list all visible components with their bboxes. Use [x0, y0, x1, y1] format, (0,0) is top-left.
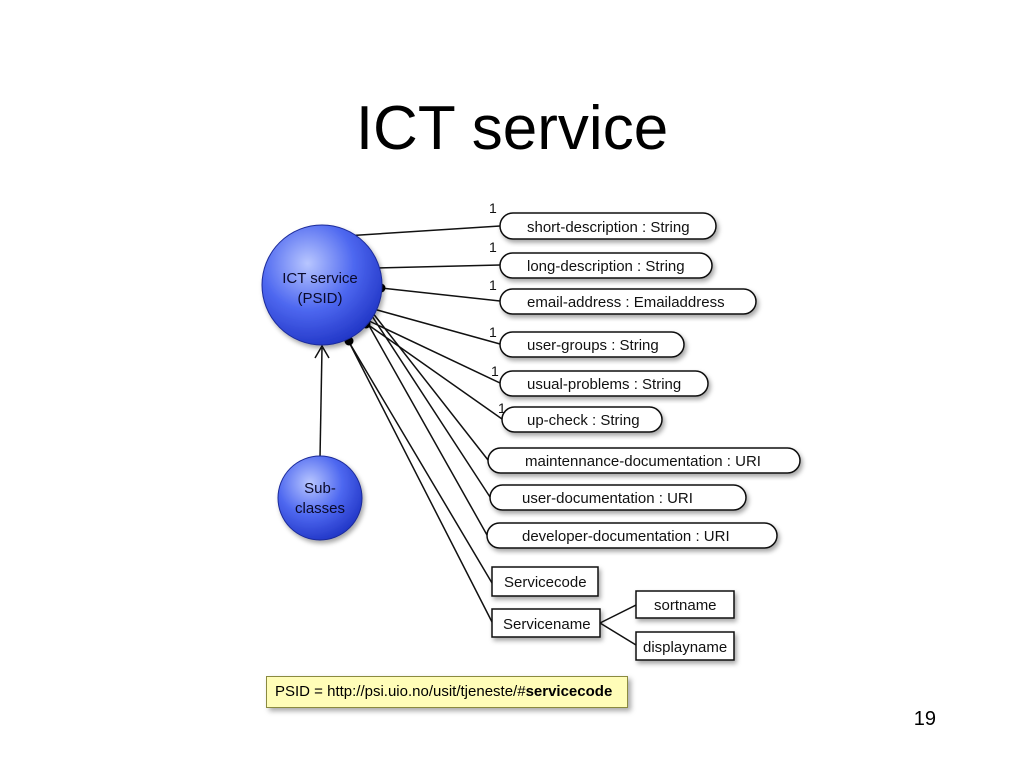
attribute-long-description: long-description : String [499, 252, 713, 279]
attribute-label: usual-problems : String [527, 376, 681, 393]
attribute-maintennance-documentation: maintennance-documentation : URI [487, 447, 801, 474]
connector-usual-problems [366, 319, 501, 384]
multiplicity-usual-problems: 1 [491, 363, 499, 379]
psid-footnote-prefix: PSID = http://psi.uio.no/usit/tjeneste/# [275, 683, 526, 700]
servicecode-box: Servicecode [491, 566, 599, 597]
sortname-label: sortname [654, 597, 717, 614]
multiplicity-labels: 1 1 1 1 1 1 [489, 200, 506, 416]
connector-sortname [599, 604, 637, 624]
ict-service-node-line1: ICT service [282, 270, 358, 287]
connector-up-check [366, 323, 503, 420]
multiplicity-long-description: 1 [489, 239, 497, 255]
multiplicity-up-check: 1 [498, 400, 506, 416]
inheritance-arrowhead [314, 344, 330, 359]
displayname-label: displayname [643, 639, 727, 656]
attribute-up-check: up-check : String [501, 406, 663, 433]
attribute-ellipses: short-description : String long-descript… [486, 212, 801, 549]
attribute-label: long-description : String [527, 258, 685, 275]
connector-servicecode [348, 341, 493, 584]
attribute-email-address: email-address : Emailaddress [499, 288, 757, 315]
psid-footnote: PSID = http://psi.uio.no/usit/tjeneste/#… [266, 676, 628, 708]
attribute-label: user-groups : String [527, 337, 659, 354]
boxes: Servicecode Servicename sortname display… [491, 566, 735, 661]
attribute-user-documentation: user-documentation : URI [489, 484, 747, 511]
connector-email-address [380, 287, 501, 302]
connector-maintennance-documentation [371, 311, 489, 461]
connectors [314, 225, 637, 646]
connector-long-description [375, 264, 501, 269]
attribute-user-groups: user-groups : String [499, 331, 685, 358]
attribute-label: developer-documentation : URI [522, 528, 730, 545]
inheritance-line [319, 347, 323, 459]
psid-footnote-bold: servicecode [525, 683, 613, 700]
attribute-label: email-address : Emailaddress [527, 294, 725, 311]
sub-classes-node: Sub- classes [277, 455, 363, 541]
connector-user-groups [369, 307, 501, 345]
attribute-developer-documentation: developer-documentation : URI [486, 522, 778, 549]
attribute-label: maintennance-documentation : URI [525, 453, 761, 470]
servicecode-label: Servicecode [504, 574, 587, 591]
connector-short-description [328, 225, 501, 238]
ict-service-node-line2: (PSID) [298, 290, 343, 307]
attribute-label: up-check : String [527, 412, 640, 429]
attribute-label: user-documentation : URI [522, 490, 693, 507]
multiplicity-user-groups: 1 [489, 324, 497, 340]
servicename-box: Servicename [491, 608, 601, 638]
ict-service-node: ICT service (PSID) [261, 224, 383, 346]
sub-classes-node-line2: classes [295, 500, 345, 517]
sortname-box: sortname [635, 590, 735, 619]
multiplicity-short-description: 1 [489, 200, 497, 216]
connector-servicename [348, 341, 493, 623]
connector-developer-documentation [366, 321, 488, 536]
connector-user-documentation [371, 315, 491, 498]
multiplicity-email-address: 1 [489, 277, 497, 293]
servicename-label: Servicename [503, 616, 591, 633]
attribute-label: short-description : String [527, 219, 690, 236]
slide-title: ICT service [355, 94, 669, 163]
attribute-usual-problems: usual-problems : String [499, 370, 709, 397]
attribute-short-description: short-description : String [499, 212, 717, 240]
page-number: 19 [913, 708, 936, 730]
displayname-box: displayname [635, 631, 735, 661]
sub-classes-node-line1: Sub- [304, 480, 336, 497]
connector-displayname [599, 622, 637, 646]
